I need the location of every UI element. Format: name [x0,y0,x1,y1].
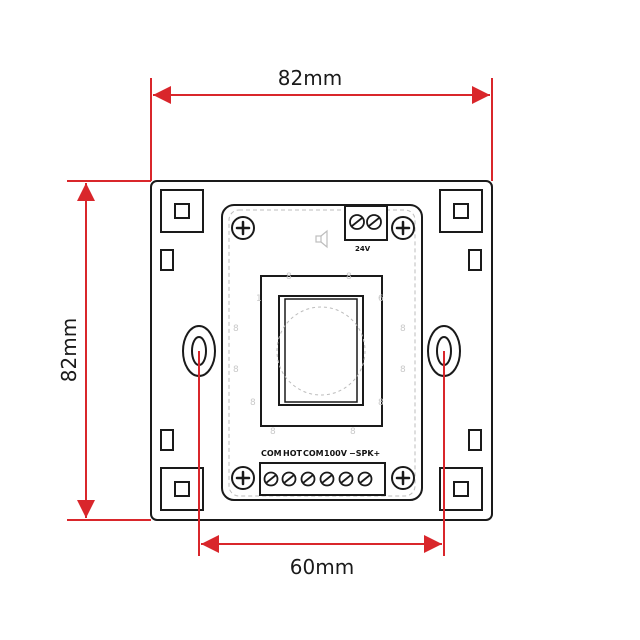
terminal-label-com-2: COM [303,449,324,458]
svg-text:8: 8 [233,324,239,334]
terminal-label-hot: HOT [283,449,302,458]
screw-cross-icons [235,220,411,486]
speaker-icon [315,229,328,249]
corner-mount-top-right [439,189,483,233]
volume-scale-marks: 8 8 1 6 8 8 8 8 8 8 8 8 [233,272,406,437]
terminal-label-com-1: COM [261,449,282,458]
transformer-block [260,275,383,427]
svg-text:8: 8 [378,398,384,408]
terminal-label-100v: 100V [324,449,348,458]
corner-mount-bottom-right [439,467,483,511]
svg-text:8: 8 [286,272,292,282]
svg-text:8: 8 [400,324,406,334]
svg-text:1: 1 [256,294,262,304]
terminal-labels: COM HOT COM 100V −SPK+ [261,449,380,458]
terminal-label-spk: −SPK+ [349,449,380,458]
power-terminal [344,205,388,241]
svg-text:8: 8 [270,427,276,437]
corner-mount-top-left [160,189,204,233]
dimension-width [150,78,493,181]
svg-text:8: 8 [250,398,256,408]
svg-text:8: 8 [233,365,239,375]
svg-text:6: 6 [378,294,384,304]
side-slots [160,249,482,451]
svg-text:8: 8 [346,272,352,282]
width-dimension-label: 82mm [278,66,342,90]
svg-text:8: 8 [350,427,356,437]
dimension-height [67,180,151,521]
dimension-hole-spacing [198,351,445,556]
output-terminal-block [259,462,386,496]
height-dimension-label: 82mm [57,318,81,382]
power-label: 24V [355,245,371,253]
hole-spacing-dimension-label: 60mm [290,555,354,579]
corner-mount-bottom-left [160,467,204,511]
svg-text:8: 8 [400,365,406,375]
